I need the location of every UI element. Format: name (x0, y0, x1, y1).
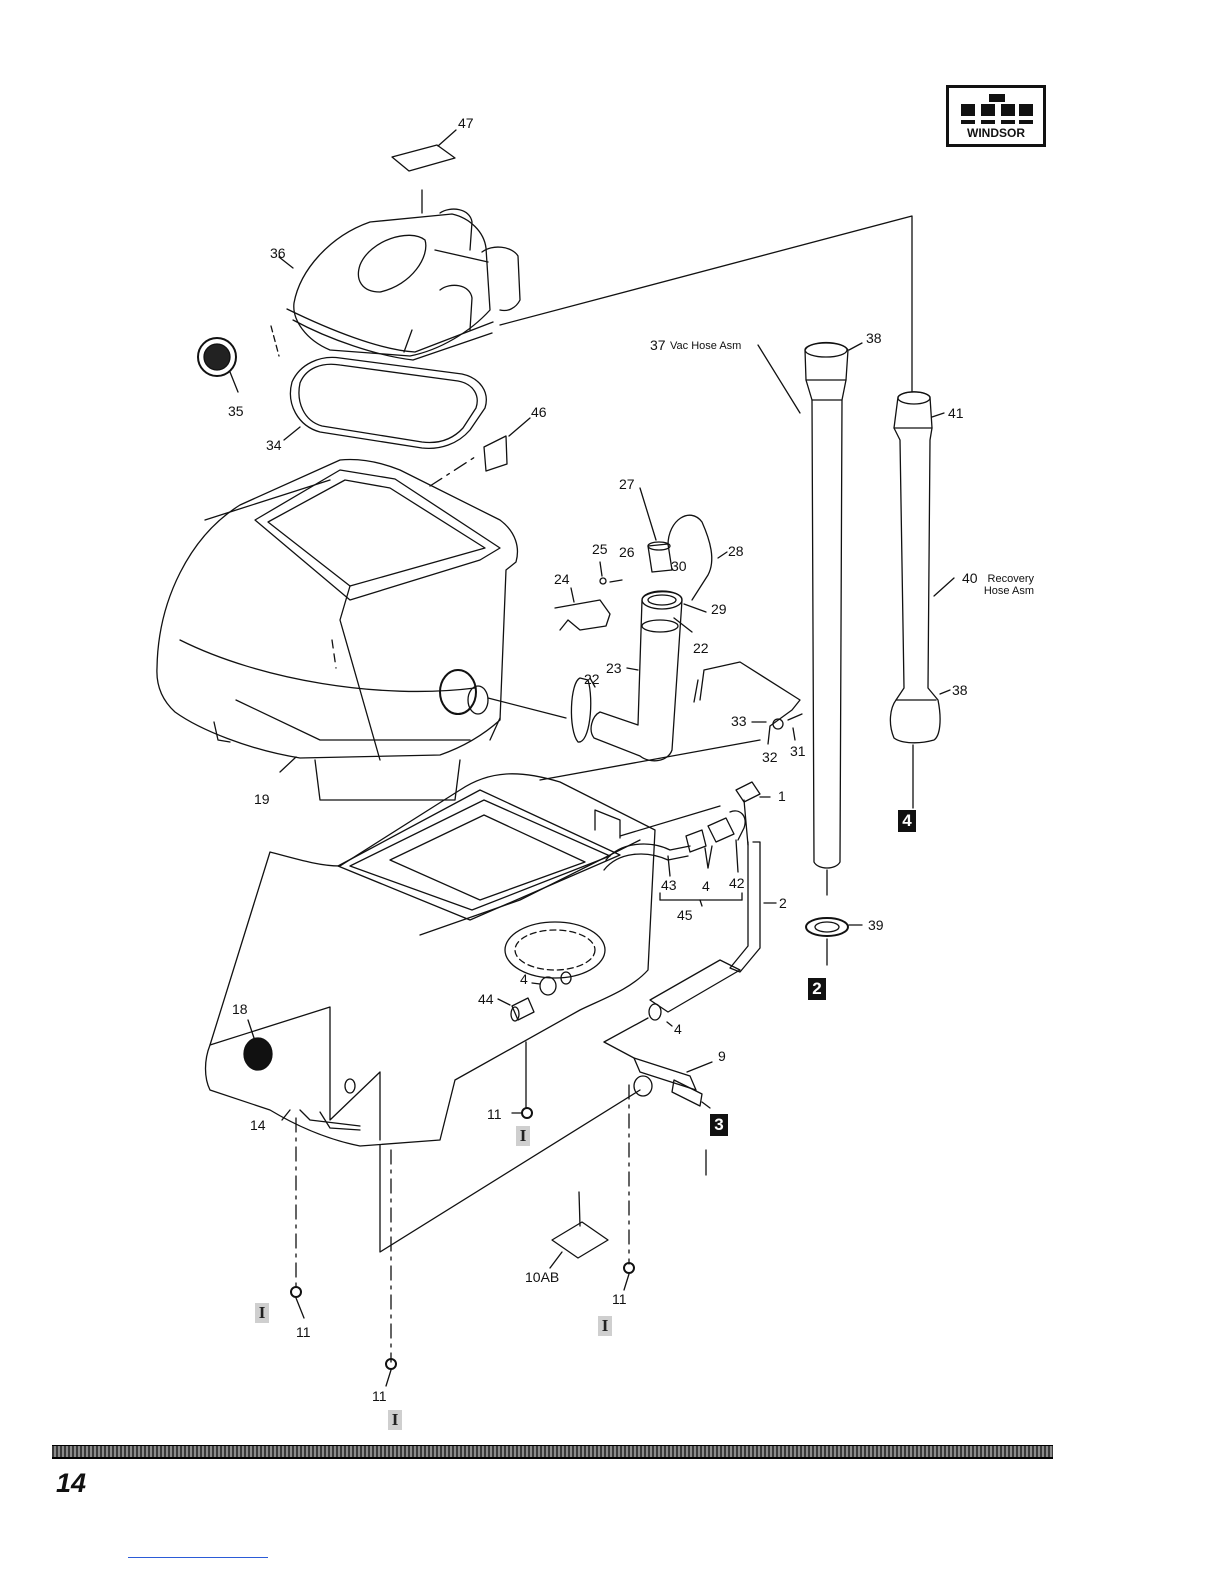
callout-23: 23 (606, 661, 622, 675)
callout-11-right: 11 (612, 1292, 627, 1306)
tee-fitting-9 (634, 1058, 712, 1108)
windsor-logo-word: WINDSOR (949, 126, 1043, 140)
bottom-link-rule (128, 1557, 268, 1558)
callout-41: 41 (948, 406, 964, 420)
callout-4-top: 4 (702, 879, 710, 893)
callout-32: 32 (762, 750, 778, 764)
section-ref-i-right: I (598, 1316, 612, 1336)
callout-39: 39 (868, 918, 884, 932)
section-ref-i-center: I (516, 1126, 530, 1146)
callout-25: 25 (592, 542, 608, 556)
decal-47 (392, 130, 456, 213)
callout-1: 1 (778, 789, 786, 803)
fitting-44 (498, 972, 571, 1021)
callout-40-label: Recovery Hose Asm (978, 573, 1034, 597)
callout-31: 31 (790, 744, 806, 758)
callout-46: 46 (531, 405, 547, 419)
callout-27: 27 (619, 477, 635, 491)
callout-43: 43 (661, 878, 677, 892)
badge-2: 2 (808, 978, 826, 1000)
callout-36: 36 (270, 246, 286, 260)
callout-9: 9 (718, 1049, 726, 1063)
recovery-tank-19 (157, 459, 566, 800)
callout-37: 37 (650, 338, 666, 352)
fittings-group-45 (604, 782, 776, 1026)
callout-28: 28 (728, 544, 744, 558)
callout-11-bottom: 11 (372, 1389, 387, 1403)
callout-26: 26 (619, 545, 635, 559)
callout-19: 19 (254, 792, 270, 806)
callout-4-bottom: 4 (674, 1022, 682, 1036)
callout-18: 18 (232, 1002, 248, 1016)
footer-rule (52, 1445, 1053, 1459)
windsor-logo: WINDSOR (946, 85, 1046, 147)
section-ref-i-bottom: I (388, 1410, 402, 1430)
callout-38-top: 38 (866, 331, 882, 345)
badge-4: 4 (898, 810, 916, 832)
callout-37-label: Vac Hose Asm (670, 341, 741, 352)
callout-22-top: 22 (693, 641, 709, 655)
solution-tank-14 (206, 774, 656, 1146)
callout-45: 45 (677, 908, 693, 922)
callout-47: 47 (458, 116, 474, 130)
label-46 (430, 418, 530, 486)
plug-27 (640, 488, 727, 600)
badge-3: 3 (710, 1114, 728, 1136)
callout-22-bottom: 22 (584, 672, 600, 686)
callout-33: 33 (731, 714, 747, 728)
callout-24: 24 (554, 572, 570, 586)
callout-34: 34 (266, 438, 282, 452)
vac-lid-36 (279, 209, 520, 360)
callout-11-center: 11 (487, 1107, 502, 1121)
callout-44: 44 (478, 992, 494, 1006)
cap-18 (244, 1020, 272, 1070)
vac-hose-37 (758, 343, 862, 896)
section-ref-i-left: I (255, 1303, 269, 1323)
callout-29: 29 (711, 602, 727, 616)
nut-11 (291, 1108, 634, 1386)
callout-14: 14 (250, 1118, 266, 1132)
callout-38-bottom: 38 (952, 683, 968, 697)
callout-10ab: 10AB (525, 1270, 559, 1284)
hose-route-line (500, 216, 912, 392)
windsor-logo-mark-icon (961, 94, 1033, 124)
callout-40: 40 (962, 571, 978, 585)
washer-39 (806, 918, 862, 965)
callout-30: 30 (671, 559, 687, 573)
callout-2: 2 (779, 896, 787, 910)
gasket-34 (284, 357, 486, 448)
label-10ab (550, 1192, 608, 1268)
callout-11-left: 11 (296, 1325, 311, 1339)
callout-35: 35 (228, 404, 244, 418)
filter-35 (198, 338, 238, 392)
callout-42: 42 (729, 876, 745, 890)
page-number: 14 (56, 1468, 86, 1499)
callout-4-middle: 4 (520, 972, 528, 986)
recovery-hose-40 (890, 392, 954, 808)
bracket-33 (694, 662, 802, 744)
